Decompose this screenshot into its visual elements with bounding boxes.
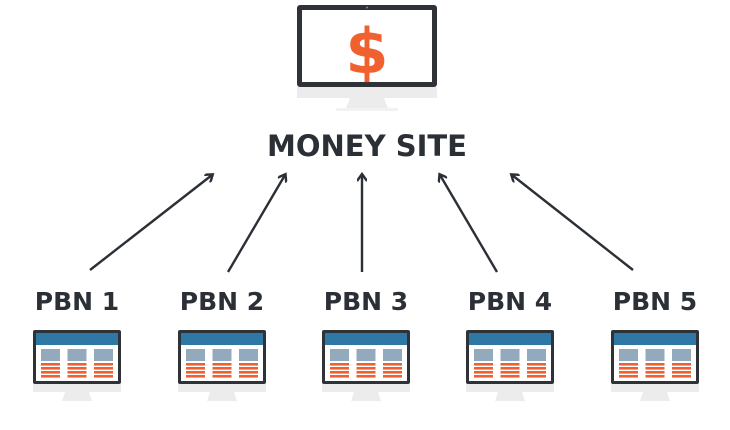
arrow-pbn-4	[440, 175, 499, 273]
arrow-pbn-2	[226, 175, 285, 273]
arrow-pbn-1	[89, 175, 212, 271]
pbn-monitor-icon	[33, 330, 121, 401]
arrow-pbn-5	[512, 175, 634, 271]
pbn-monitor-icon	[611, 330, 699, 401]
pbn-2: PBN 2	[178, 287, 266, 401]
pbn-label: PBN 3	[324, 287, 408, 316]
pbn-monitor-icon	[178, 330, 266, 401]
pbn-label: PBN 1	[35, 287, 119, 316]
dollar-icon: $	[345, 15, 388, 88]
pbn-1: PBN 1	[33, 287, 121, 401]
money-site-label: MONEY SITE	[267, 129, 467, 163]
money-site-monitor-icon: $	[297, 5, 437, 111]
pbn-3: PBN 3	[322, 287, 410, 401]
pbn-5: PBN 5	[611, 287, 699, 401]
pbn-monitor-icon	[466, 330, 554, 401]
pbn-label: PBN 4	[468, 287, 552, 316]
pbn-label: PBN 2	[180, 287, 264, 316]
pbn-monitor-icon	[322, 330, 410, 401]
pbn-4: PBN 4	[466, 287, 554, 401]
pbn-label: PBN 5	[613, 287, 697, 316]
